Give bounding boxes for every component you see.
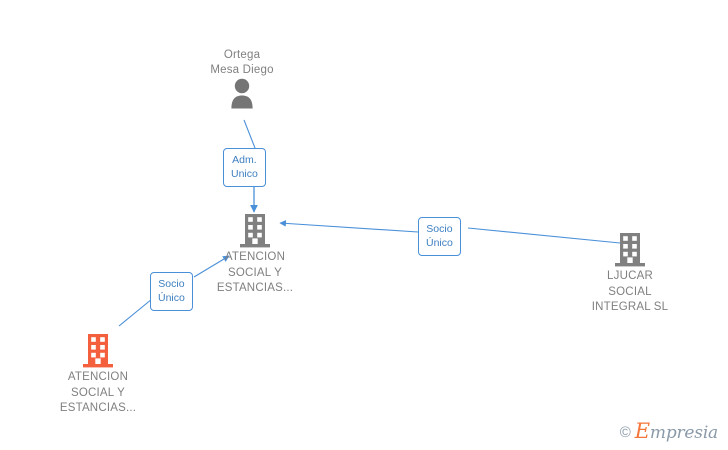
node-company-atencion-left-label: ATENCION SOCIAL Y ESTANCIAS... [59,371,137,414]
edge-atencion-to-socio-left [118,298,153,327]
node-company-ljucar-label: LJUCAR SOCIAL INTEGRAL SL [591,270,669,313]
edge-label-socio-unico-right[interactable]: Socio Único [418,217,461,256]
person-icon [167,77,317,109]
watermark-empresia: © Empresia [619,419,718,443]
node-person-ortega[interactable]: Ortega Mesa Diego [167,48,317,109]
node-company-center[interactable]: ATENCION SOCIAL Y ESTANCIAS... [180,214,330,297]
node-person-label: Ortega Mesa Diego [210,49,274,76]
edge-person-to-admunico [243,119,256,149]
node-company-atencion-left[interactable]: ATENCION SOCIAL Y ESTANCIAS... [23,334,173,417]
building-icon [555,233,705,267]
brand-wordmark: Empresia [634,419,718,443]
building-icon [180,214,330,248]
building-icon-highlighted [23,334,173,368]
copyright-icon: © [619,424,631,441]
node-company-center-label: ATENCION SOCIAL Y ESTANCIAS... [216,251,294,294]
node-company-ljucar[interactable]: LJUCAR SOCIAL INTEGRAL SL [555,233,705,316]
edge-label-adm-unico[interactable]: Adm. Unico [223,148,266,187]
edge-label-socio-unico-left[interactable]: Socio Único [150,272,193,311]
